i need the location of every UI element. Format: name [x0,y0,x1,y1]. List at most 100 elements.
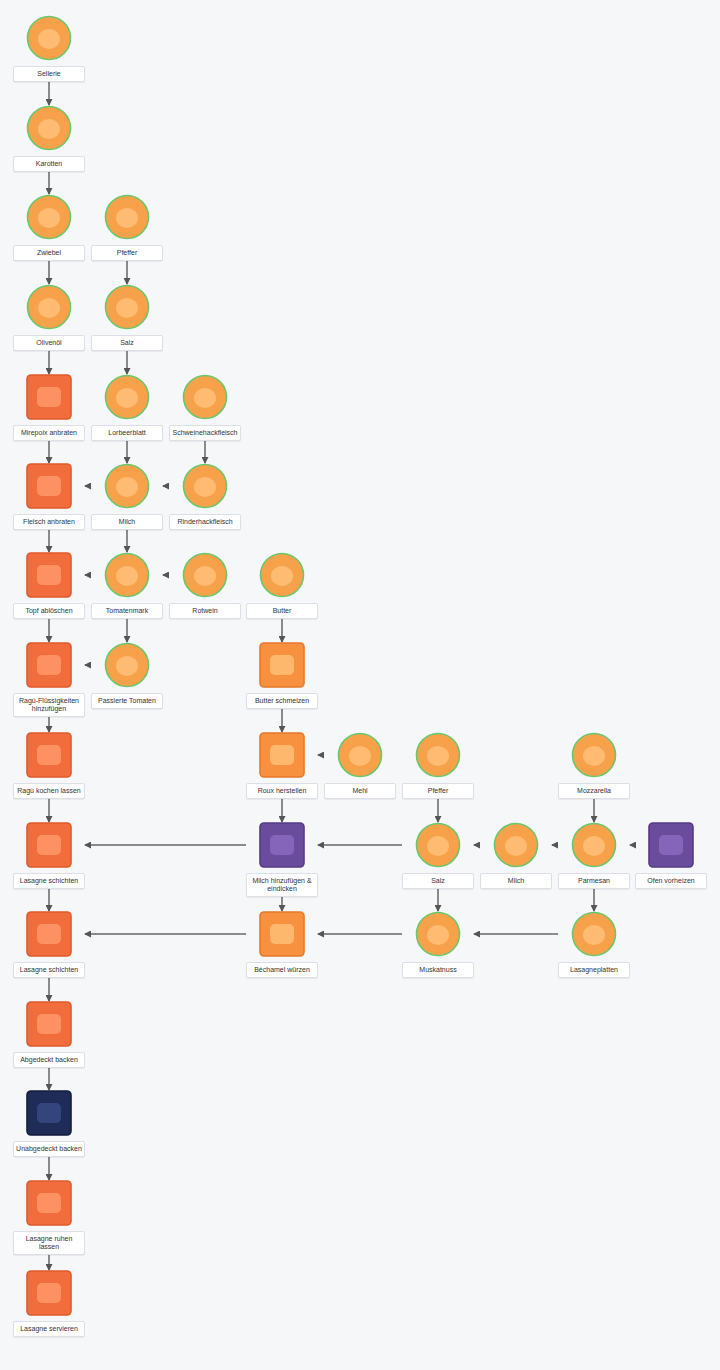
step-icon [182,463,228,509]
node-label: Salz [402,873,474,889]
step-icon [26,1180,72,1226]
node-label: Parmesan [558,873,630,889]
step-icon [26,15,72,61]
flow-arrow [281,709,283,732]
node-label: Tomatenmark [91,603,163,619]
node-label: Milch hinzufügen & eindicken [246,873,318,897]
step-node: Butter schmelzen [246,642,318,709]
step-node: Lasagne schichten [13,822,85,889]
flow-arrow [126,441,128,463]
node-text: Parmesan [578,877,610,884]
node-icon [182,374,228,420]
ingredient-node: Parmesan [558,822,630,889]
step-node: Unabgedeckt backen [13,1090,85,1157]
node-text: Fleisch anbraten [23,518,75,525]
node-icon [26,1001,72,1047]
node-icon [415,911,461,957]
node-icon [337,732,383,778]
node-label: Karotten [13,156,85,172]
flow-arrow [593,799,595,822]
flow-arrow [281,897,283,911]
node-label: Fleisch anbraten [13,514,85,530]
node-text: Pfeffer [117,249,138,256]
node-label: Pfeffer [402,783,474,799]
node-icon [26,822,72,868]
node-text: Abgedeckt backen [20,1056,78,1063]
flow-arrow [85,664,91,666]
node-label: Lasagne servieren [13,1321,85,1337]
ingredient-node: Sellerie [13,15,85,82]
node-icon [26,1090,72,1136]
node-label: Béchamel würzen [246,962,318,978]
node-text: Milch hinzufügen & eindicken [252,877,311,892]
flow-arrow [48,1157,50,1180]
flow-arrow [281,619,283,642]
step-icon [104,642,150,688]
ingredient-node: Pfeffer [402,732,474,799]
step-node: Lasagne schichten [13,911,85,978]
step-icon [648,822,694,868]
flow-arrow [437,799,439,822]
node-icon [259,552,305,598]
node-text: Salz [120,339,134,346]
step-icon [26,1001,72,1047]
flow-arrow [126,619,128,642]
ingredient-node: Mozzarella [558,732,630,799]
step-icon [26,374,72,420]
ingredient-node: Karotten [13,105,85,172]
node-icon [571,822,617,868]
node-label: Salz [91,335,163,351]
flow-arrow [48,530,50,552]
node-text: Lasagne schichten [20,877,78,884]
step-icon [104,374,150,420]
node-text: Rinderhackfleisch [177,518,232,525]
flow-arrow [204,441,206,463]
node-text: Mehl [352,787,367,794]
node-label: Ofen vorheizen [635,873,707,889]
step-icon [26,642,72,688]
node-label: Unabgedeckt backen [13,1141,85,1157]
node-label: Lasagne ruhen lassen [13,1231,85,1255]
step-icon [259,642,305,688]
flow-arrow [85,933,246,935]
ingredient-node: Lorbeerblatt [91,374,163,441]
node-label: Rinderhackfleisch [169,514,241,530]
flow-arrow [552,844,558,846]
node-label: Lasagne schichten [13,962,85,978]
step-icon [182,374,228,420]
node-label: Schweinehackfleisch [169,425,241,441]
node-label: Butter schmelzen [246,693,318,709]
node-label: Muskatnuss [402,962,474,978]
node-label: Mehl [324,783,396,799]
ingredient-node: Tomatenmark [91,552,163,619]
step-icon [104,284,150,330]
flow-arrow [318,933,402,935]
node-label: Olivenöl [13,335,85,351]
node-label: Lasagneplatten [558,962,630,978]
ingredient-node: Pfeffer [91,194,163,261]
node-text: Rotwein [192,607,217,614]
ingredient-node: Milch [91,463,163,530]
node-text: Schweinehackfleisch [173,429,238,436]
node-label: Lasagne schichten [13,873,85,889]
node-text: Mirepoix anbraten [21,429,77,436]
node-text: Milch [119,518,135,525]
ingredient-node: Schweinehackfleisch [169,374,241,441]
step-node: Ragù-Flüssigkeiten hinzufügen [13,642,85,717]
node-icon [182,463,228,509]
node-icon [571,911,617,957]
node-text: Sellerie [37,70,60,77]
step-icon [26,463,72,509]
node-label: Ragù-Flüssigkeiten hinzufügen [13,693,85,717]
step-icon [26,194,72,240]
node-icon [26,642,72,688]
flow-arrow [593,889,595,911]
step-icon [104,463,150,509]
node-label: Passierte Tomaten [91,693,163,709]
flow-arrow [48,351,50,374]
step-icon [571,732,617,778]
node-text: Karotten [36,160,62,167]
flow-arrow [630,844,635,846]
node-icon [104,194,150,240]
step-node: Lasagne ruhen lassen [13,1180,85,1255]
